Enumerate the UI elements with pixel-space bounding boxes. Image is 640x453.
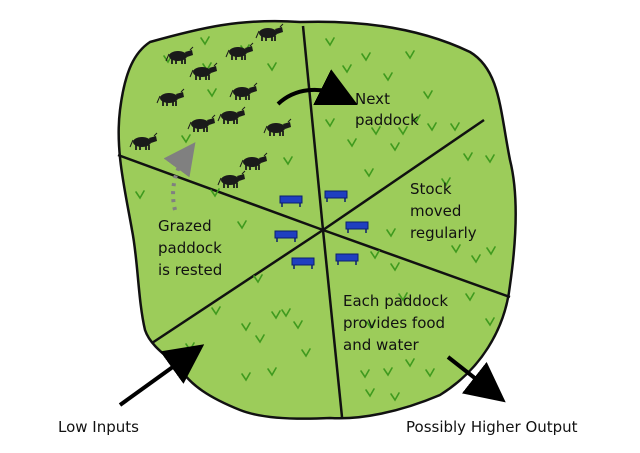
grass-tuft-icon [293,320,303,330]
grass-tuft-icon [386,228,396,238]
cow-icon [187,114,216,132]
water-trough-icon [324,190,348,202]
fence-1 [301,25,325,231]
grass-tuft-icon [371,126,381,136]
grass-tuft-icon [398,292,408,302]
grass-tuft-icon [463,152,473,162]
grass-tuft-icon [405,358,415,368]
grass-tuft-icon [485,317,495,327]
water-trough-icon [335,253,359,265]
grass-tuft-icon [211,306,221,316]
move-arrow [276,69,358,106]
grass-tuft-icon [253,274,263,284]
grass-tuft-icon [237,220,247,230]
grass-tuft-icon [450,122,460,132]
grass-tuft-icon [411,114,421,124]
grass-tuft-icon [267,62,277,72]
each-paddock-label: Each paddock provides food and water [343,292,453,354]
grass-tuft-icon [200,36,210,46]
water-troughs [274,190,369,269]
grass-tuft-icon [486,246,496,256]
cow-icon [217,106,246,124]
grass-tuft-icon [361,52,371,62]
grass-tuft-icon [364,168,374,178]
grass-tuft-icon [370,250,380,260]
grass-tuft-icon [281,308,291,318]
grass-tuft-icon [485,154,495,164]
grass-tuft-icon [301,348,311,358]
next-paddock-label: Next paddock [355,90,419,129]
grass-tuft-icon [255,334,265,344]
grass-tuft-icon [390,392,400,402]
cow-icon [165,46,194,64]
water-trough-icon [274,230,298,242]
grass-tuft-icon [210,188,220,198]
cow-icon [217,170,246,188]
grass-tuft-icon [283,156,293,166]
grass-tuft-icon [241,322,251,332]
fence-2 [321,229,344,418]
grass-tuft-icon [465,292,475,302]
grass-tuft-icon [135,190,145,200]
grass-tuft-icon [181,134,191,144]
grass-tuft-icon [383,367,393,377]
grass-tuft-icon [425,368,435,378]
cow-icon [225,42,254,60]
water-trough-icon [291,257,315,269]
grass-tuft-icon [325,37,335,47]
fence-4 [322,228,511,299]
fence-5 [322,118,485,232]
cow-icon [255,23,284,41]
cow-icon [189,62,218,80]
grazed-rested-label: Grazed paddock is rested [158,217,227,279]
cow-icon [229,82,258,100]
higher-output-arrow [446,355,506,403]
cow-icon [263,118,292,136]
fence-6 [151,228,324,345]
grass-tuft-icon [423,90,433,100]
grass-tuft-icon [383,72,393,82]
paddock-fences [117,25,511,418]
grass-tuft-icon [347,138,357,148]
grass-tuft-icon [365,388,375,398]
cow-icon [156,88,185,106]
grass-tuft-icon [441,177,451,187]
grass-tuft-icon [398,126,408,136]
grass-tuft-icon [471,254,481,264]
grass-tuft-icon [271,310,281,320]
cow-herd [129,23,292,188]
cow-icon [239,152,268,170]
grass-tuft-icon [207,88,217,98]
low-inputs-label: Low Inputs [58,418,139,436]
grass-tuft-icon [390,262,400,272]
cow-icon [129,132,158,150]
grass-tuft-icon [427,122,437,132]
grass-tuft-icon [451,244,461,254]
grass-tuft-icon [390,142,400,152]
grass-tuft-icon [405,50,415,60]
water-trough-icon [345,221,369,233]
grass-tuft-icon [366,320,376,330]
fence-3 [117,153,324,232]
higher-output-label: Possibly Higher Output [406,418,578,436]
low-inputs-arrow [118,344,205,407]
grass-tuft-icon [360,369,370,379]
stock-moved-label: Stock moved regularly [410,180,477,242]
grass-tuft-icon [241,372,251,382]
water-trough-icon [279,195,303,207]
grass-tuft-icon [267,367,277,377]
grass-tuft-icon [325,118,335,128]
